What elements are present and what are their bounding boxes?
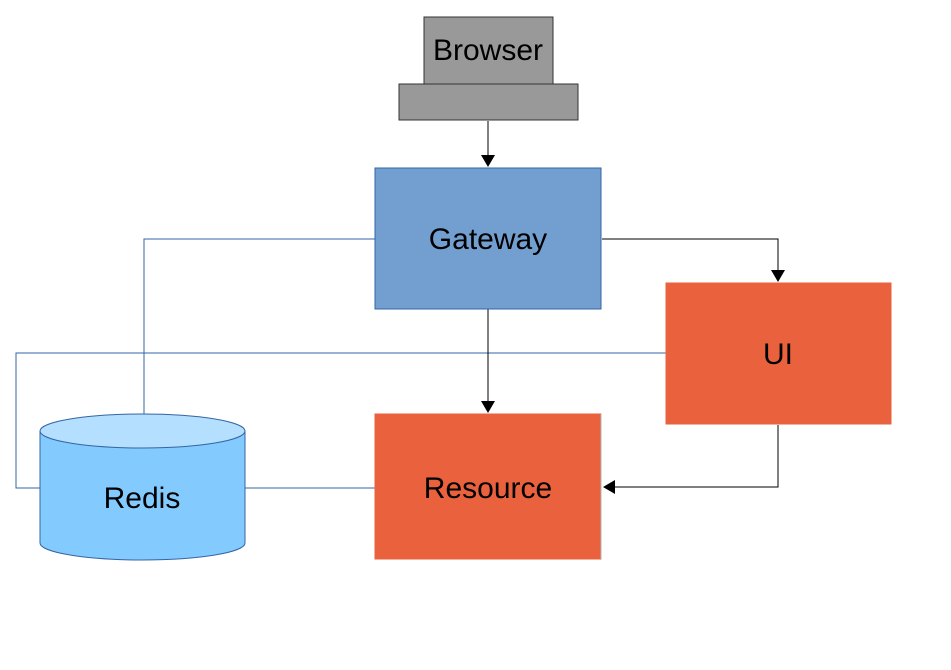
resource-box [374,413,602,560]
resource-label: Resource [424,472,552,505]
redis-cylinder-top [39,413,246,449]
browser-node: Browser [398,16,579,121]
gateway-box [374,167,602,310]
redis-cylinder-body [39,430,246,561]
edge-ui-redis [15,352,666,489]
redis-label: Redis [104,482,181,515]
ui-label: UI [763,338,793,371]
edge-gateway-ui [602,238,785,282]
browser-keyboard-base [398,83,579,121]
ui-box [665,282,892,425]
edge-ui-resource [603,425,779,494]
browser-monitor [423,16,554,85]
gateway-node: Gateway [374,167,602,310]
browser-label: Browser [433,34,543,67]
ui-node: UI [665,282,892,425]
redis-node: Redis [39,413,246,561]
gateway-label: Gateway [429,223,547,256]
resource-node: Resource [374,413,602,560]
edge-gateway-redis [143,238,375,414]
